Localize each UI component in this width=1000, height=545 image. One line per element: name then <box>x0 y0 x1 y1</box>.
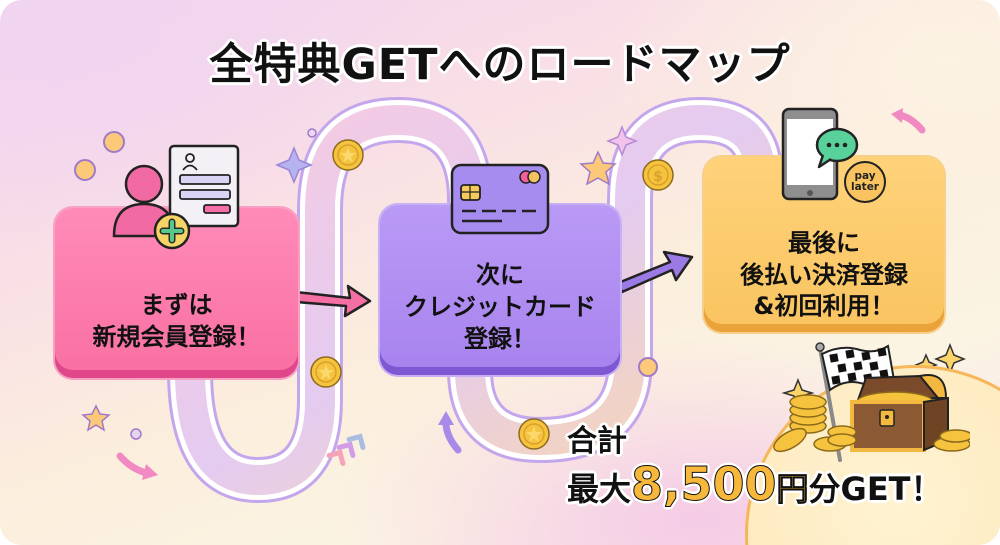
dot-icon <box>74 159 96 181</box>
star-icon <box>579 150 617 186</box>
coin-icon: $ <box>642 159 674 191</box>
checkered-flag-icon <box>815 342 896 462</box>
curved-arrow-icon <box>438 411 462 454</box>
sparkle-icon <box>605 124 639 158</box>
arrow-right-icon <box>294 284 372 318</box>
total-amount-line: 最大8,500円分GET！ <box>567 460 943 513</box>
total-prefix: 最大 <box>567 470 632 508</box>
treasure-reward-icon <box>773 342 970 462</box>
dot-icon <box>103 131 125 153</box>
smartphone-pay-later-icon <box>781 107 859 201</box>
arrow-right-icon <box>616 250 694 294</box>
step-2-text: 次に クレジットカード 登録！ <box>404 261 596 353</box>
treasure-chest-icon <box>850 374 949 452</box>
pay-later-badge: pay later <box>844 161 886 203</box>
curved-arrow-icon <box>891 108 926 134</box>
curved-arrow-icon <box>116 452 158 480</box>
total-label: 合計 <box>567 424 627 459</box>
total-unit: 円 <box>776 470 809 509</box>
page-title: 全特典GETへのロードマップ <box>209 40 791 90</box>
dot-icon <box>307 128 317 138</box>
sparkle-icon <box>275 146 313 184</box>
dot-icon <box>638 357 658 377</box>
coin-icon <box>332 139 364 171</box>
svg-text:$: $ <box>653 169 663 185</box>
coin-icon <box>518 418 550 450</box>
step-3-text: 最後に 後払い決済登録 &初回利用！ <box>740 228 908 321</box>
coin-icon <box>310 356 342 388</box>
total-reward-text: 合計 最大8,500円分GET！ <box>567 424 943 513</box>
total-suffix: 分GET！ <box>808 470 943 508</box>
step-1-text: まずは 新規会員登録！ <box>92 291 261 351</box>
dot-icon <box>130 428 142 440</box>
chevrons-icon <box>326 433 366 466</box>
user-add-form-icon <box>112 144 240 250</box>
credit-card-icon <box>450 163 550 235</box>
total-amount: 8,500 <box>631 457 778 511</box>
star-icon <box>81 404 111 432</box>
coin-stack-icon <box>773 394 970 453</box>
